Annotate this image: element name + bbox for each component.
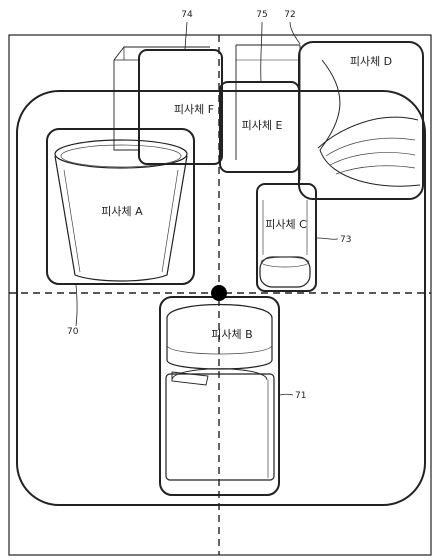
- bbox-subject-e[interactable]: [219, 81, 300, 173]
- label-subject-f: 피사체 F: [174, 103, 214, 116]
- background-box-drawing: [113, 46, 210, 151]
- object-b-jar-drawing: [165, 303, 275, 481]
- ref-numeral-70: 70: [67, 327, 79, 337]
- ref-numeral-74: 74: [181, 10, 193, 20]
- leader-71: [279, 393, 294, 396]
- object-c-capsule-drawing: [259, 200, 311, 288]
- leader-70: [75, 284, 78, 327]
- object-a-bucket-drawing: [54, 139, 188, 282]
- leader-72: [289, 21, 301, 45]
- label-subject-a: 피사체 A: [101, 205, 143, 218]
- label-subject-c: 피사체 C: [265, 218, 307, 231]
- leader-75: [260, 21, 263, 82]
- center-point-dot: [211, 285, 227, 301]
- leader-74: [184, 21, 188, 50]
- bbox-subject-c[interactable]: [256, 183, 317, 292]
- ref-numeral-73: 73: [340, 235, 351, 245]
- leader-73: [316, 237, 339, 240]
- label-subject-d: 피사체 D: [350, 55, 392, 68]
- bbox-subject-a[interactable]: [46, 128, 195, 285]
- object-e-drawing: [235, 44, 300, 160]
- ref-numeral-71: 71: [295, 391, 306, 401]
- label-subject-b: 피사체 B: [211, 328, 252, 341]
- label-subject-e: 피사체 E: [242, 119, 283, 132]
- outer-frame: [8, 34, 432, 556]
- ref-numeral-72: 72: [284, 10, 295, 20]
- bbox-subject-f[interactable]: [138, 49, 223, 165]
- ref-numeral-75: 75: [256, 10, 267, 20]
